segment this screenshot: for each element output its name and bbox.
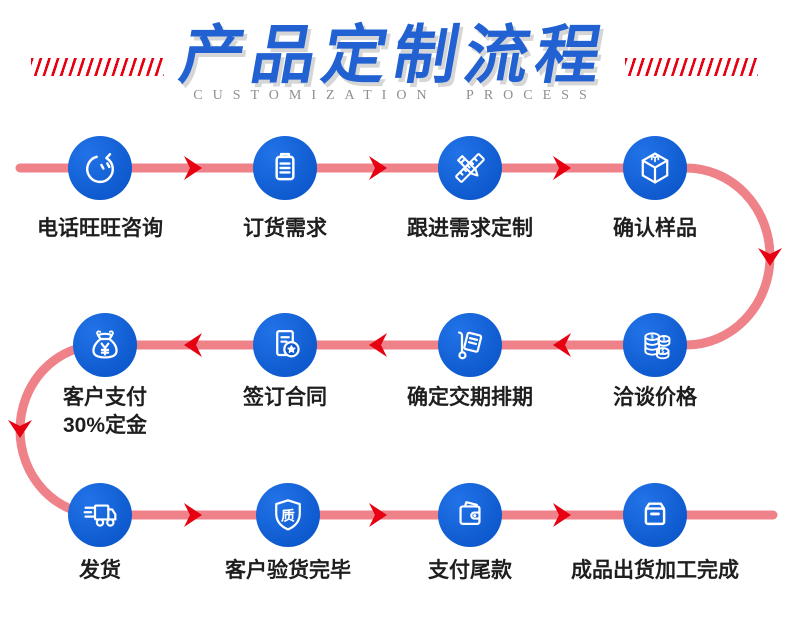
- step-node-order-demand: [253, 136, 317, 200]
- step-label: 客户验货完毕: [225, 559, 351, 582]
- step-label: 支付尾款: [428, 559, 512, 582]
- cube-sample-icon: [641, 152, 669, 184]
- arrow-right-icon: [553, 156, 571, 180]
- coins-icon: $ $ $: [644, 332, 671, 360]
- arrow-down-icon: [758, 248, 782, 266]
- step-node-finished-goods: [623, 483, 687, 547]
- step-label: 签订合同: [243, 386, 327, 409]
- step-node-ship: [68, 483, 132, 547]
- step-node-inspection-done: 质: [256, 483, 320, 547]
- ruler-pencil-icon: [455, 153, 485, 183]
- storage-box-icon: [644, 502, 666, 526]
- step-label: 确认样品: [613, 217, 697, 240]
- step-label: 客户支付 30%定金: [62, 386, 148, 437]
- arrow-left-icon: [369, 333, 387, 357]
- trolley-icon: [458, 331, 483, 360]
- step-node-negotiate-price: $ $ $: [623, 313, 687, 377]
- right-slashes-decoration: [625, 58, 758, 76]
- contract-seal-icon: [276, 330, 300, 358]
- arrow-right-icon: [553, 503, 571, 527]
- step-node-follow-custom: [438, 136, 502, 200]
- shield-quality-icon: 质: [275, 499, 301, 531]
- step-label: 发货: [79, 559, 121, 582]
- dollar-glyph: $: [661, 349, 664, 355]
- step-label: 跟进需求定制: [407, 217, 533, 240]
- step-label: 电话旺旺咨询: [37, 217, 163, 240]
- clipboard-icon: [275, 152, 295, 181]
- step-node-delivery-schedule: [438, 313, 502, 377]
- dollar-glyph: $: [662, 337, 665, 343]
- step-label: 成品出货加工完成: [571, 559, 739, 582]
- dollar-glyph: $: [651, 334, 654, 340]
- step-node-phone-consult: [68, 136, 132, 200]
- step-label: 洽谈价格: [613, 386, 697, 409]
- quality-glyph: 质: [281, 507, 295, 523]
- step-node-confirm-sample: [623, 136, 687, 200]
- truck-icon: [83, 504, 117, 527]
- step-label: 订货需求: [243, 217, 327, 240]
- arrow-right-icon: [369, 156, 387, 180]
- step-node-pay-deposit: [73, 313, 137, 377]
- arrow-right-icon: [369, 503, 387, 527]
- left-slashes-decoration: [31, 58, 164, 76]
- arrow-left-icon: [553, 333, 571, 357]
- arrow-left-icon: [184, 333, 202, 357]
- step-label: 确定交期排期: [407, 386, 533, 409]
- step-node-pay-balance: [438, 483, 502, 547]
- arrow-right-icon: [184, 156, 202, 180]
- arrow-right-icon: [184, 503, 202, 527]
- step-node-sign-contract: [253, 313, 317, 377]
- money-bag-icon: [92, 330, 118, 359]
- wallet-icon: [459, 501, 481, 525]
- flow-arrows: [8, 156, 782, 527]
- page-subtitle: CUSTOMIZATION PROCESS: [193, 88, 597, 103]
- wangwang-chat-icon: [86, 153, 114, 184]
- arrow-down-icon: [8, 420, 32, 438]
